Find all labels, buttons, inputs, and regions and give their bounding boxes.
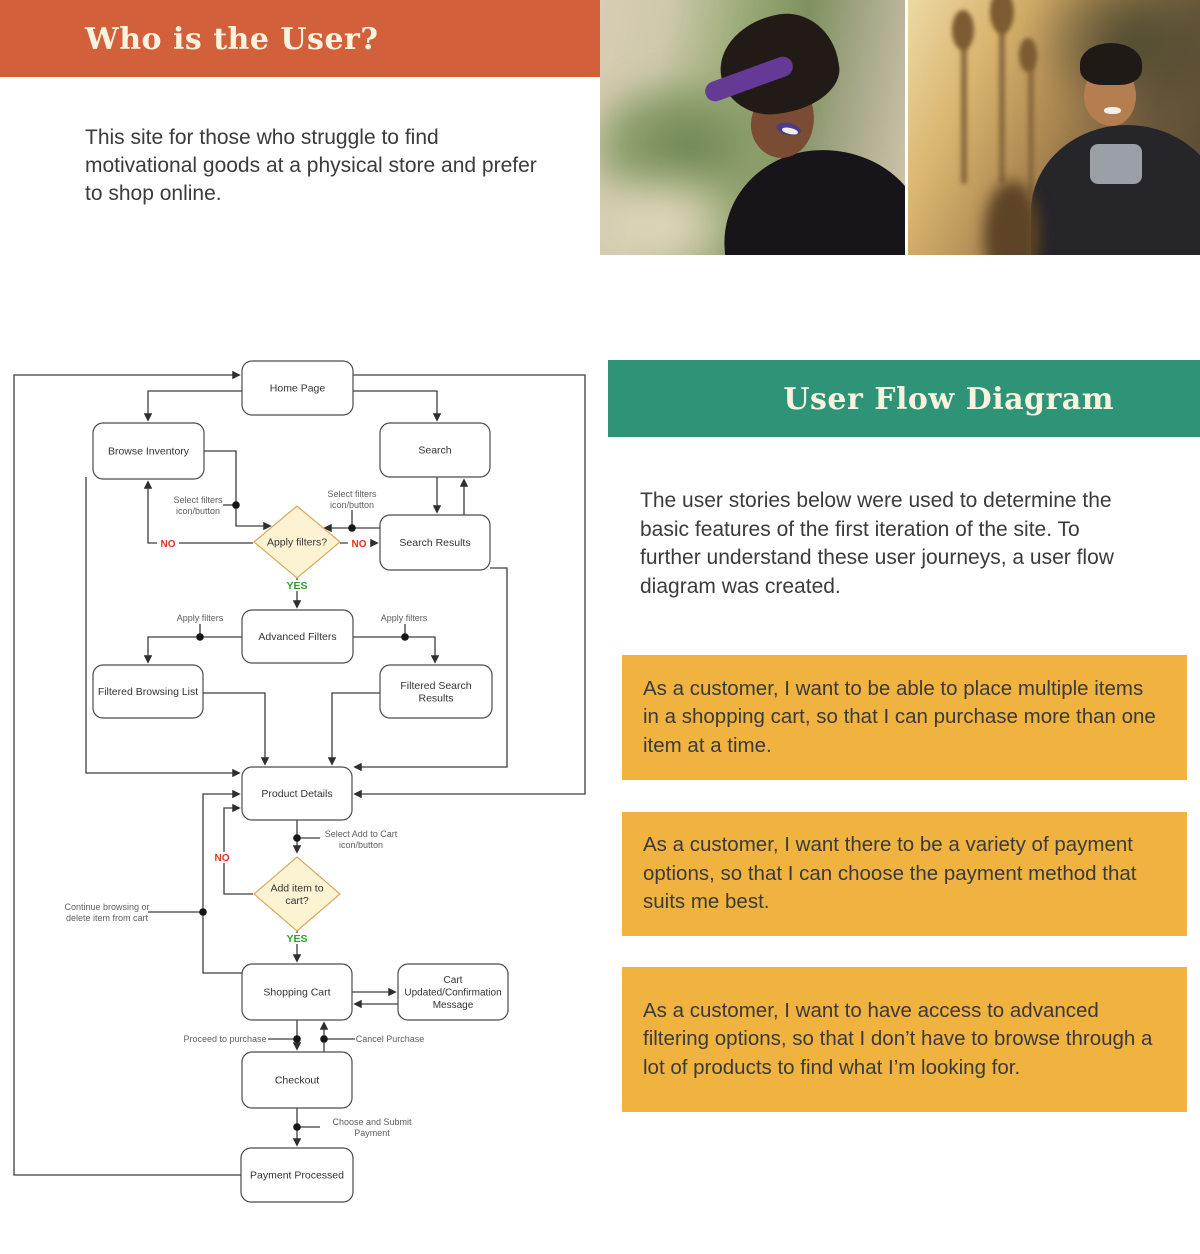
flow-annotation-label: YES bbox=[286, 933, 307, 945]
flow-node-label-filtered-browsing-list: Filtered Browsing List bbox=[98, 686, 198, 698]
flow-node-home-page bbox=[241, 360, 354, 416]
flow-connector-dot bbox=[293, 1123, 301, 1131]
flow-node-payment-processed bbox=[240, 1147, 354, 1203]
who-intro-paragraph: This site for those who struggle to find… bbox=[85, 126, 537, 205]
user-story-text: As a customer, I want there to be a vari… bbox=[643, 833, 1137, 914]
flow-node-browse-inventory bbox=[92, 422, 205, 480]
flow-node-cart-updated-confirmation bbox=[397, 963, 509, 1021]
flow-connector bbox=[204, 450, 272, 531]
flow-connector bbox=[223, 803, 253, 895]
photo-man bbox=[908, 0, 1200, 255]
flow-connector bbox=[353, 374, 586, 799]
who-is-the-user-banner: Who is the User? bbox=[0, 0, 600, 77]
flow-connector bbox=[202, 789, 242, 974]
flow-connector-dot bbox=[232, 501, 240, 509]
flow-connector bbox=[143, 636, 242, 664]
flow-label-bg bbox=[284, 933, 310, 944]
flow-node-search-results bbox=[379, 514, 491, 571]
flow-connector-dot bbox=[401, 633, 409, 641]
user-story-card: As a customer, I want to have access to … bbox=[622, 967, 1187, 1112]
flow-annotation-label: Cancel Purchase bbox=[356, 1034, 425, 1044]
flow-node-label-shopping-cart: Shopping Cart bbox=[263, 987, 330, 999]
flow-connector bbox=[353, 636, 440, 664]
flow-node-search bbox=[379, 422, 491, 478]
flow-connector-dot bbox=[293, 834, 301, 842]
flow-node-label-product-details: Product Details bbox=[261, 788, 332, 800]
user-story-text: As a customer, I want to have access to … bbox=[643, 998, 1153, 1079]
flow-annotation-label: Apply filters bbox=[177, 613, 224, 623]
man-hair-shape bbox=[1079, 43, 1142, 86]
who-is-the-user-title: Who is the User? bbox=[85, 22, 379, 57]
flow-connector bbox=[143, 480, 253, 544]
flow-node-label-payment-processed: Payment Processed bbox=[250, 1170, 344, 1182]
flow-connector-dot bbox=[199, 908, 207, 916]
flow-connector bbox=[13, 370, 241, 1176]
user-flow-intro-paragraph: The user stories below were used to dete… bbox=[640, 489, 1114, 598]
user-flow-diagram-banner bbox=[608, 360, 1200, 437]
flow-annotation-label: NO bbox=[161, 539, 176, 550]
man-tshirt-shape bbox=[1089, 143, 1142, 184]
flow-node-label-advanced-filters: Advanced Filters bbox=[258, 631, 336, 643]
flow-annotation-label: NO bbox=[352, 539, 367, 550]
photo-seedhead-shape bbox=[989, 0, 1014, 34]
flow-node-checkout bbox=[241, 1051, 353, 1109]
flow-decision-label-apply-filters: Apply filters? bbox=[267, 537, 327, 549]
flow-node-label-checkout: Checkout bbox=[275, 1075, 319, 1087]
photo-seedhead-shape bbox=[1018, 38, 1037, 73]
flow-annotation-label: YES bbox=[286, 580, 307, 592]
photo-stalk-shape bbox=[960, 25, 967, 184]
flow-connector-dot bbox=[196, 633, 204, 641]
flow-label-bg bbox=[211, 852, 233, 863]
user-story-card: As a customer, I want there to be a vari… bbox=[622, 812, 1187, 936]
flow-node-label-search-results: Search Results bbox=[399, 537, 470, 549]
photo-woman bbox=[600, 0, 905, 255]
flow-node-advanced-filters bbox=[241, 609, 354, 664]
photo-stalk-shape bbox=[998, 5, 1005, 184]
flow-connector bbox=[353, 567, 508, 772]
flow-node-filtered-browsing-list bbox=[92, 664, 204, 719]
user-story-text: As a customer, I want to be able to plac… bbox=[643, 676, 1156, 757]
flow-node-shopping-cart bbox=[241, 963, 353, 1021]
flow-connector bbox=[353, 390, 442, 422]
flow-connector-dot bbox=[320, 1035, 328, 1043]
flow-node-label-search: Search bbox=[418, 445, 451, 457]
flow-label-bg bbox=[157, 538, 179, 549]
flow-decision-apply-filters bbox=[253, 505, 341, 579]
flow-annotation-label: Apply filters bbox=[381, 613, 428, 623]
flow-annotation-label: Proceed to purchase bbox=[183, 1034, 266, 1044]
flow-node-label-home-page: Home Page bbox=[270, 383, 326, 395]
flow-edges bbox=[13, 370, 586, 1176]
flow-decision-add-item-to-cart bbox=[253, 856, 341, 932]
man-smile-shape bbox=[1104, 107, 1122, 115]
flow-connector bbox=[143, 390, 242, 422]
photo-seedhead-shape bbox=[951, 10, 974, 51]
flow-connector bbox=[85, 477, 241, 778]
flow-connector-dot bbox=[293, 1035, 301, 1043]
flow-connector bbox=[203, 692, 270, 766]
user-story-card: As a customer, I want to be able to plac… bbox=[622, 655, 1187, 780]
flow-node-product-details bbox=[241, 766, 353, 821]
flow-node-label-browse-inventory: Browse Inventory bbox=[108, 446, 190, 458]
photo-stalk-shape bbox=[1027, 56, 1034, 197]
flow-connector bbox=[327, 692, 380, 766]
flow-label-bg bbox=[284, 580, 310, 591]
flow-connector-dot bbox=[348, 524, 356, 532]
user-flow-diagram-title: User Flow Diagram bbox=[783, 382, 1114, 417]
flow-annotation-label: NO bbox=[215, 853, 230, 864]
flow-node-filtered-search-results bbox=[379, 664, 493, 719]
flow-label-bg bbox=[348, 538, 370, 549]
